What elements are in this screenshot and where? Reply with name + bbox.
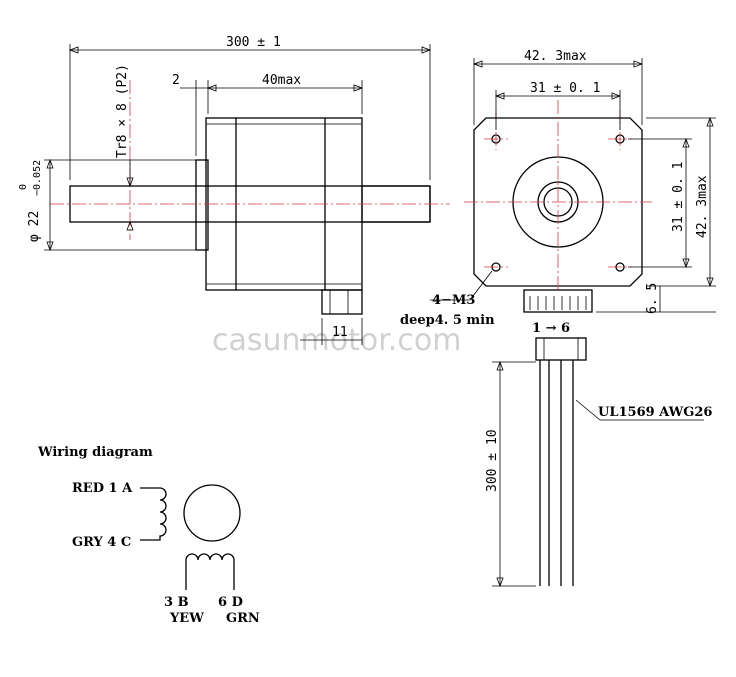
rotor-symbol [183, 484, 241, 542]
side-connector [321, 289, 363, 315]
side-view: 300 ± 1 2 40max Tr8 × 8 (P2) φ 22 0 −0.0… [18, 35, 450, 345]
label-mount-holes: 4−M3 [432, 293, 475, 308]
dim-flange-offset: 2 [172, 73, 180, 88]
wire-d-pin: 6 D [218, 595, 243, 610]
dim-hole-spacing-h: 31 ± 0. 1 [530, 81, 600, 96]
wire-red: RED 1 A [72, 481, 133, 496]
dim-shaft-tol-upper: 0 [18, 184, 29, 190]
dim-total-length: 300 ± 1 [226, 35, 281, 50]
motor-face [473, 117, 643, 287]
dim-face-height: 42. 3max [695, 175, 710, 238]
wire-yew: YEW [169, 611, 204, 626]
dim-screw-spec: Tr8 × 8 (P2) [115, 64, 130, 158]
watermark: casunmotor.com [212, 323, 461, 358]
wire-b-pin: 3 B [164, 595, 189, 610]
label-pin-range: 1 → 6 [532, 321, 570, 336]
wire-gry: GRY 4 C [72, 535, 131, 550]
dim-face-width: 42. 3max [524, 49, 587, 64]
front-view: 42. 3max 31 ± 0. 1 31 ± 0. 1 42. 3max 6.… [400, 49, 716, 588]
dim-shaft-tol-lower: −0.052 [32, 160, 43, 196]
face-connector [523, 289, 593, 313]
coil-bd [185, 553, 235, 590]
flange-boss [195, 159, 209, 251]
cable-wires [539, 360, 574, 586]
dim-connector-width: 11 [332, 325, 348, 340]
coil-ac [140, 487, 167, 541]
dim-body-length: 40max [262, 73, 301, 88]
wire-grn: GRN [226, 611, 260, 626]
cable-plug [535, 337, 587, 361]
label-hole-depth: deep4. 5 min [400, 313, 495, 328]
dim-cable-length: 300 ± 10 [485, 429, 500, 492]
label-cable-spec: UL1569 AWG26 [598, 405, 712, 420]
dim-hole-spacing-v: 31 ± 0. 1 [671, 162, 686, 232]
wiring-diagram: Wiring diagram RED 1 A GRY 4 C 3 B 6 D Y… [37, 445, 260, 626]
dim-connector-offset: 6. 5 [645, 283, 660, 314]
wiring-title: Wiring diagram [37, 445, 153, 460]
dim-shaft-diameter: φ 22 [27, 211, 42, 242]
